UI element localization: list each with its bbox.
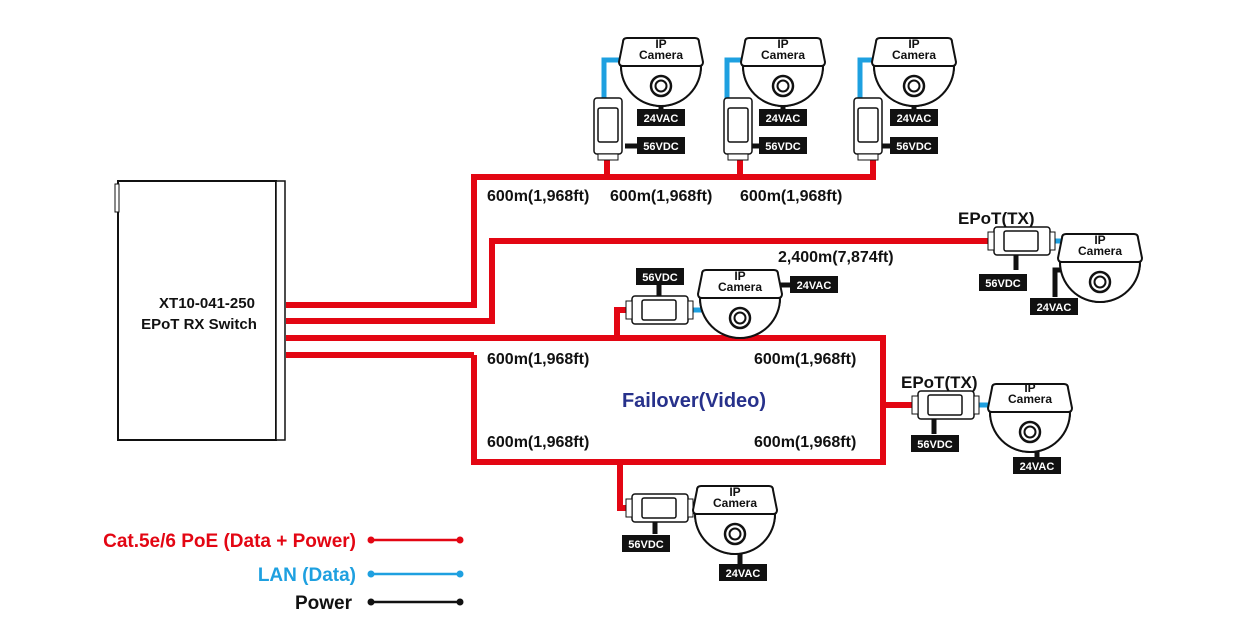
power-tag-56vdc [911, 435, 959, 452]
switch-name: EPoT RX Switch [141, 316, 257, 333]
legend-label-power: Power [295, 593, 353, 614]
legend-dot [456, 536, 464, 544]
legend: Cat.5e/6 PoE (Data + Power) LAN (Data) P… [103, 531, 464, 614]
power-tag-24vac [1030, 298, 1078, 315]
lan-cable [724, 57, 744, 102]
power-tag-56vdc [759, 137, 807, 154]
ring-top-camera: IP Camera 56VDC 24VAC [625, 268, 838, 340]
epot-injector-icon [723, 97, 753, 161]
svg-text:24VAC: 24VAC [726, 568, 761, 580]
ring-bottom-camera: IP Camera 56VDC 24VAC [622, 484, 779, 581]
legend-item-lan: LAN (Data) [258, 565, 464, 586]
svg-text:24VAC: 24VAC [1037, 302, 1072, 314]
poe-cable-failover-ring [286, 335, 886, 465]
svg-text:Camera: Camera [718, 280, 762, 294]
svg-text:IP: IP [1024, 381, 1035, 395]
svg-text:24VAC: 24VAC [644, 113, 679, 125]
power-tag-24vac [890, 109, 938, 126]
poe-cable-top-chain [286, 154, 876, 308]
epot-tx-icon [987, 226, 1056, 256]
rx-switch: XT10-041-250 EPoT RX Switch [114, 180, 286, 441]
legend-item-power: Power [295, 593, 464, 614]
svg-text:24VAC: 24VAC [766, 113, 801, 125]
epot-tx-label-ring: EPoT(TX) [901, 373, 978, 392]
svg-text:Camera: Camera [713, 496, 757, 510]
long-run-camera: IP Camera 56VDC 24VAC [979, 226, 1144, 315]
epot-injector-icon [593, 97, 623, 161]
lan-cable [601, 57, 622, 102]
legend-dot [367, 570, 375, 578]
switch-body [117, 180, 277, 441]
legend-dot [456, 570, 464, 578]
power-tag-24vac [637, 109, 685, 126]
svg-text:56VDC: 56VDC [642, 272, 678, 284]
svg-text:Camera: Camera [1008, 392, 1052, 406]
power-tag-56vdc [636, 268, 684, 285]
svg-text:56VDC: 56VDC [643, 141, 679, 153]
svg-text:24VAC: 24VAC [1020, 461, 1055, 473]
ring-right-camera: IP Camera 56VDC 24VAC [911, 381, 1074, 474]
svg-text:24VAC: 24VAC [797, 280, 832, 292]
epot-injector-icon [853, 97, 883, 161]
power-tag-56vdc [890, 137, 938, 154]
distance-label-ring-bottom-left: 600m(1,968ft) [487, 434, 589, 451]
camera-label-ip: IP [655, 37, 666, 51]
svg-text:56VDC: 56VDC [765, 141, 801, 153]
power-tag-24vac [1013, 457, 1061, 474]
power-tag-56vdc [637, 137, 685, 154]
svg-text:Camera: Camera [761, 48, 805, 62]
legend-item-poe: Cat.5e/6 PoE (Data + Power) [103, 531, 464, 552]
power-tag-24vac [719, 564, 767, 581]
top-camera-2: IP Camera 24VAC 56VDC [723, 36, 827, 161]
distance-label-top-2: 600m(1,968ft) [610, 188, 712, 205]
svg-text:Camera: Camera [892, 48, 936, 62]
svg-text:IP: IP [729, 485, 740, 499]
epot-tx-icon [911, 390, 980, 420]
top-camera-1: IP Camera 24VAC 56VDC [593, 36, 705, 161]
power-tag-24vac [759, 109, 807, 126]
switch-bracket [114, 183, 120, 213]
distance-label-long-run: 2,400m(7,874ft) [778, 249, 894, 266]
switch-model: XT10-041-250 [159, 295, 255, 312]
distance-label-ring-top-right: 600m(1,968ft) [754, 351, 856, 368]
svg-text:IP: IP [908, 37, 919, 51]
svg-text:Camera: Camera [1078, 244, 1122, 258]
poe-cables [286, 154, 996, 511]
epot-injector-icon [625, 493, 694, 523]
svg-text:IP: IP [1094, 233, 1105, 247]
distance-label-ring-bottom-right: 600m(1,968ft) [754, 434, 856, 451]
svg-text:IP: IP [777, 37, 788, 51]
svg-text:56VDC: 56VDC [896, 141, 932, 153]
svg-text:56VDC: 56VDC [985, 278, 1021, 290]
epot-injector-icon [625, 295, 694, 325]
legend-label-lan: LAN (Data) [258, 565, 356, 586]
distance-label-top-1: 600m(1,968ft) [487, 188, 589, 205]
camera-label: Camera [639, 48, 683, 62]
distance-label-top-3: 600m(1,968ft) [740, 188, 842, 205]
legend-label-poe: Cat.5e/6 PoE (Data + Power) [103, 531, 356, 552]
top-camera-3: IP Camera 24VAC 56VDC [853, 36, 958, 161]
legend-dot [456, 598, 464, 606]
svg-text:IP: IP [734, 269, 745, 283]
power-tag-56vdc [979, 274, 1027, 291]
legend-dot [367, 536, 375, 544]
switch-side-panel [275, 180, 286, 441]
svg-text:24VAC: 24VAC [897, 113, 932, 125]
svg-text:56VDC: 56VDC [917, 439, 953, 451]
power-tag-56vdc [622, 535, 670, 552]
distance-label-ring-top-left: 600m(1,968ft) [487, 351, 589, 368]
failover-title: Failover(Video) [622, 390, 766, 412]
lan-cable [857, 57, 876, 102]
legend-dot [367, 598, 375, 606]
svg-text:56VDC: 56VDC [628, 539, 664, 551]
epot-tx-label-long: EPoT(TX) [958, 209, 1035, 228]
poe-cable-long-run [286, 238, 996, 324]
power-tag-24vac [790, 276, 838, 293]
